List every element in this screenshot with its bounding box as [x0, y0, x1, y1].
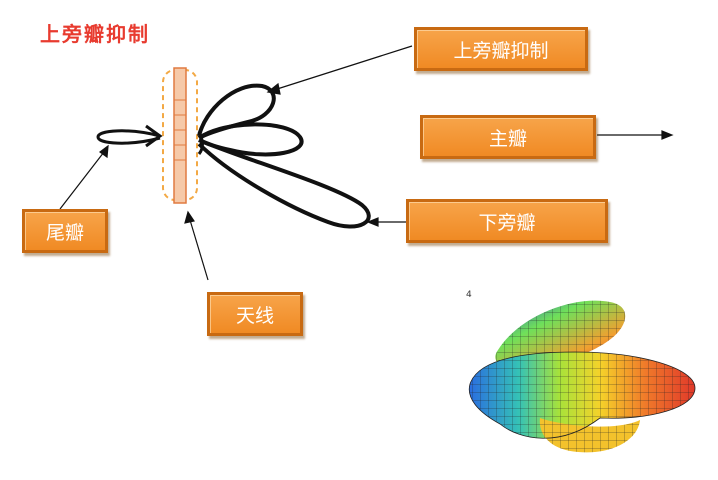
upper-sidelobe-suppression-label: 上旁瓣抑制	[414, 27, 588, 71]
lower-lobe-back	[197, 131, 204, 155]
tail-lobe-shape	[96, 129, 161, 145]
antenna-label: 天线	[207, 292, 303, 336]
tail-lobe-arrowhead	[145, 124, 163, 148]
leader-arrows	[59, 45, 674, 281]
3d-radiation-pattern	[468, 300, 696, 453]
main-lobe-shape	[197, 122, 304, 157]
lower-sidelobe-label: 下旁瓣	[406, 199, 608, 243]
tail-lobe-label: 尾瓣	[22, 209, 108, 253]
lower-lobe-shape	[197, 138, 371, 229]
main-lobe-label: 主瓣	[420, 115, 596, 159]
antenna-element	[162, 67, 198, 204]
page-title: 上旁瓣抑制	[40, 22, 150, 46]
small-number: 4	[466, 290, 472, 300]
